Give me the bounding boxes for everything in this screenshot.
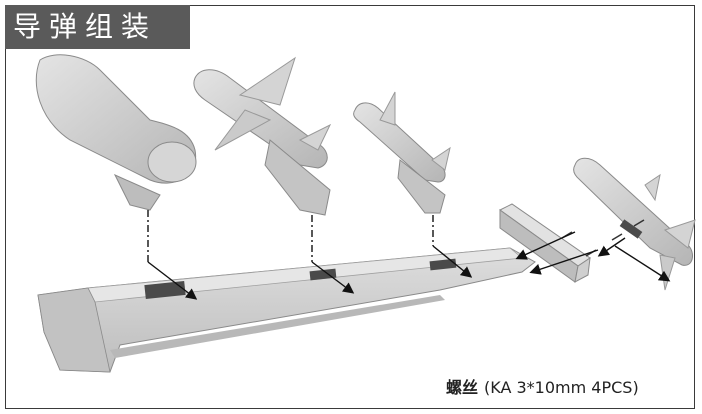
page-title: 导弹组装 (13, 10, 158, 43)
large-missile (193, 56, 332, 216)
assembly-arrows (147, 210, 671, 300)
screw-spec: (KA 3*10mm 4PCS) (484, 378, 639, 397)
pylon-rail (499, 203, 591, 283)
title-banner: 导弹组装 (5, 5, 190, 49)
external-fuel-tank (35, 54, 197, 211)
medium-missile (353, 91, 451, 214)
screw-caption: 螺丝 (KA 3*10mm 4PCS) (446, 374, 639, 398)
small-missile (573, 157, 696, 291)
screw-label: 螺丝 (446, 378, 479, 397)
frame (5, 5, 695, 409)
wing (37, 247, 536, 373)
